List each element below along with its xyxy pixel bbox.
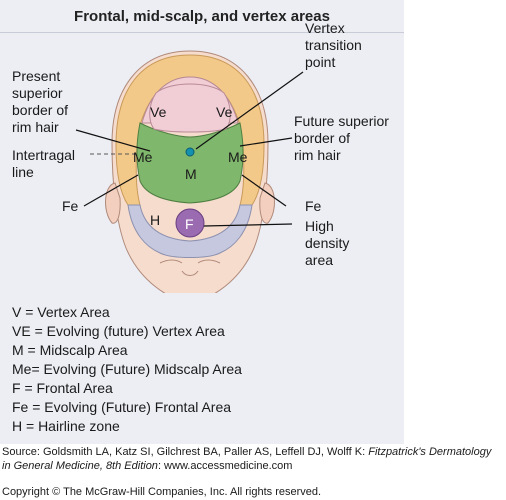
vertex-inner bbox=[149, 83, 231, 133]
source-line-1: Source: Goldsmith LA, Katz SI, Gilchrest… bbox=[2, 446, 492, 458]
legend-item: V = Vertex Area bbox=[12, 304, 110, 320]
fe-left-callout: Fe bbox=[62, 198, 79, 214]
vertex-point bbox=[185, 147, 195, 157]
brow-right bbox=[197, 259, 221, 264]
future-border-callout: Future superior border of rim hair bbox=[294, 113, 389, 163]
left-ear bbox=[105, 182, 121, 224]
zone-label-h: H bbox=[150, 212, 161, 228]
hairline-zone bbox=[127, 204, 253, 258]
high-density-leader bbox=[203, 223, 293, 227]
zone-label-me-left: Me bbox=[133, 149, 153, 165]
nose-line bbox=[181, 270, 199, 276]
legend-item: Fe = Evolving (Future) Frontal Area bbox=[12, 399, 232, 415]
legend-item: Me= Evolving (Future) Midscalp Area bbox=[12, 361, 242, 377]
fe-right-callout: Fe bbox=[305, 198, 322, 214]
vertex-point-leader bbox=[195, 71, 304, 150]
midscalp-zone bbox=[136, 122, 244, 204]
zone-label-me-right: Me bbox=[228, 149, 248, 165]
fe-right-leader bbox=[241, 174, 287, 207]
zone-label-m: M bbox=[185, 166, 197, 182]
title-divider bbox=[0, 32, 404, 33]
brow-left bbox=[159, 259, 183, 264]
legend-item: VE = Evolving (future) Vertex Area bbox=[12, 323, 225, 339]
copyright-line: Copyright © The McGraw-Hill Companies, I… bbox=[2, 486, 322, 498]
intertragal-callout: Intertragal line bbox=[12, 147, 76, 180]
scalp-diagram bbox=[75, 50, 304, 293]
source-line-2: in General Medicine, 8th Edition: www.ac… bbox=[2, 460, 293, 472]
legend-item: H = Hairline zone bbox=[12, 418, 120, 434]
right-ear bbox=[259, 182, 275, 224]
vertex-point-callout: Vertex transition point bbox=[305, 20, 362, 70]
fe-left-leader bbox=[83, 174, 139, 207]
future-border-leader bbox=[239, 137, 293, 147]
present-border-leader bbox=[75, 129, 151, 152]
zone-label-ve-right: Ve bbox=[216, 104, 233, 120]
legend-item: F = Frontal Area bbox=[12, 380, 113, 396]
zone-label-ve-left: Ve bbox=[150, 104, 167, 120]
frontal-area bbox=[175, 208, 205, 238]
zone-label-f: F bbox=[185, 216, 194, 232]
figure-title: Frontal, mid-scalp, and vertex areas bbox=[74, 8, 330, 25]
present-border-callout: Present superior border of rim hair bbox=[12, 68, 69, 135]
legend-item: M = Midscalp Area bbox=[12, 342, 128, 358]
high-density-callout: High density area bbox=[305, 218, 350, 268]
